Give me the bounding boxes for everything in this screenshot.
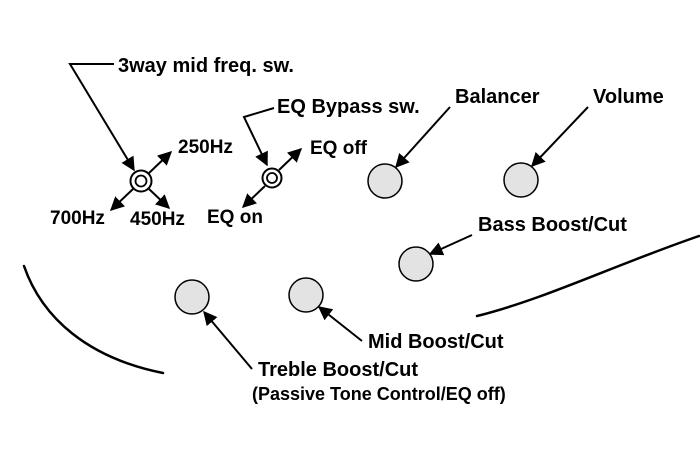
mid-freq-switch <box>109 151 173 211</box>
balancer-knob <box>367 163 403 199</box>
mid-knob <box>288 277 324 313</box>
eq-bypass-switch <box>241 148 303 208</box>
pointer-treble-arrow <box>203 310 253 370</box>
body-edge-right-curve <box>475 234 700 318</box>
arrow-eq-off <box>278 148 303 171</box>
passive-tone-note-label: (Passive Tone Control/EQ off) <box>252 384 506 404</box>
volume-label: Volume <box>593 86 664 108</box>
arrow-250hz <box>148 151 173 174</box>
eq-bypass-switch-label: EQ Bypass sw. <box>277 96 420 118</box>
arrow-450hz <box>148 188 171 209</box>
arrow-700hz <box>109 188 134 211</box>
eq-off-label: EQ off <box>310 138 368 159</box>
pointer-volume-arrow <box>531 106 589 168</box>
pointer-mid-freq-switch-arrow <box>68 63 135 172</box>
mid-freq-switch-label: 3way mid freq. sw. <box>118 55 294 77</box>
balancer-label: Balancer <box>455 86 540 108</box>
freq-450hz-label: 450Hz <box>130 209 185 230</box>
mid-freq-switch-inner-ring <box>134 174 148 188</box>
eq-on-label: EQ on <box>207 207 263 228</box>
pointer-bass-arrow <box>428 234 473 256</box>
bass-knob <box>398 246 434 282</box>
volume-knob <box>503 162 539 198</box>
treble-boost-cut-label: Treble Boost/Cut <box>258 359 418 381</box>
bass-boost-cut-label: Bass Boost/Cut <box>478 214 627 236</box>
arrow-eq-on <box>241 185 266 208</box>
pointer-balancer-arrow <box>395 106 451 169</box>
treble-knob <box>174 279 210 315</box>
pointer-mid-arrow <box>317 306 363 342</box>
freq-700hz-label: 700Hz <box>50 208 105 229</box>
mid-boost-cut-label: Mid Boost/Cut <box>368 331 504 353</box>
freq-250hz-label: 250Hz <box>178 137 233 158</box>
eq-bypass-switch-inner-ring <box>266 172 278 184</box>
pointer-eq-bypass-switch-arrow <box>242 107 275 167</box>
body-edge-left-curve <box>22 264 165 375</box>
